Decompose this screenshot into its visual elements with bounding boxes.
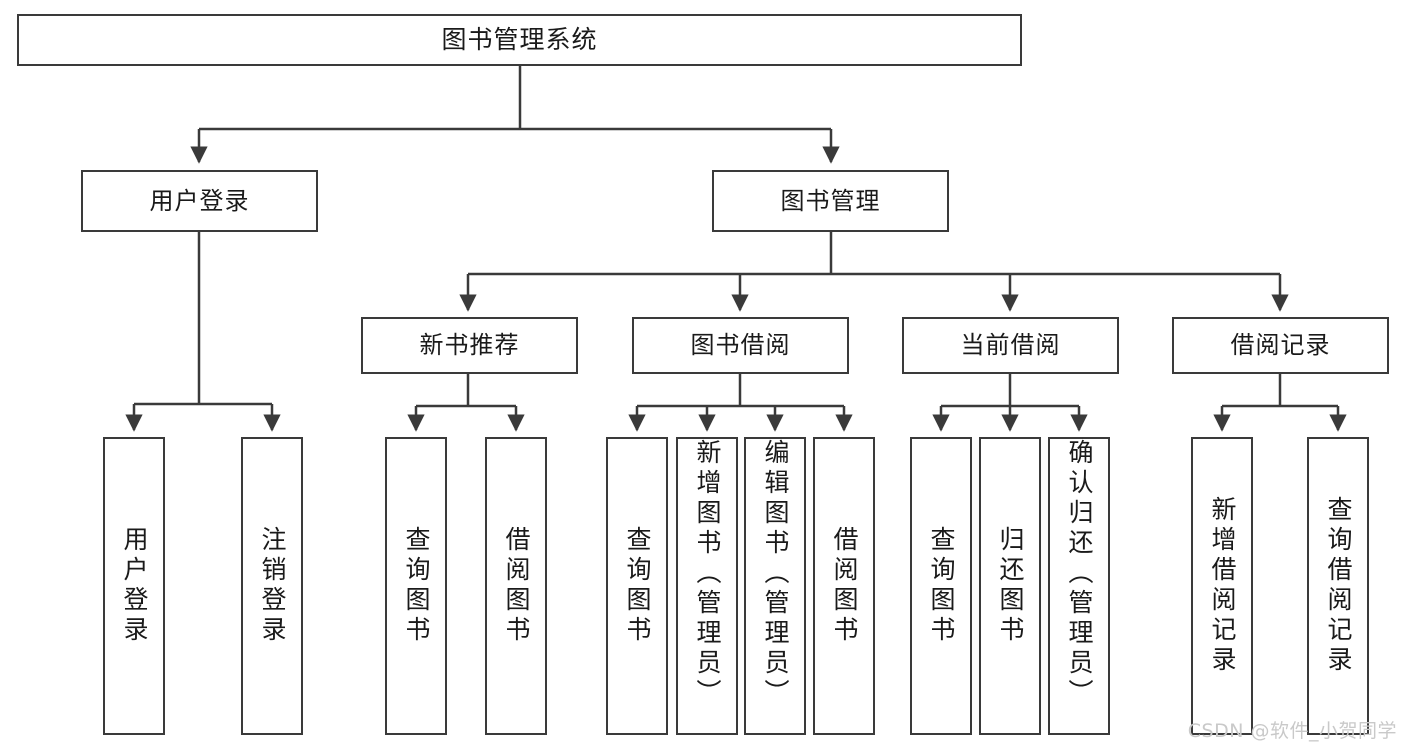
node-leaf-logout[interactable]: 注销登录 <box>241 437 303 735</box>
node-label: 新增图书（管理员） <box>693 439 722 709</box>
node-leaf-query-book-current[interactable]: 查询图书 <box>910 437 972 735</box>
node-label: 归还图书 <box>996 526 1025 646</box>
node-leaf-add-book-admin[interactable]: 新增图书（管理员） <box>676 437 738 735</box>
node-label: 编辑图书（管理员） <box>761 439 790 709</box>
node-leaf-return-book[interactable]: 归还图书 <box>979 437 1041 735</box>
node-leaf-confirm-return-admin[interactable]: 确认归还（管理员） <box>1048 437 1110 735</box>
node-label: 图书管理 <box>780 186 881 215</box>
node-label: 确认归还（管理员） <box>1065 439 1094 709</box>
node-label: 用户登录 <box>149 186 250 215</box>
node-label: 注销登录 <box>258 526 287 646</box>
node-leaf-add-borrow-record[interactable]: 新增借阅记录 <box>1191 437 1253 735</box>
node-root-book-management-system[interactable]: 图书管理系统 <box>17 14 1022 66</box>
node-label: 借阅记录 <box>1230 331 1331 360</box>
node-book-management[interactable]: 图书管理 <box>712 170 949 232</box>
node-leaf-edit-book-admin[interactable]: 编辑图书（管理员） <box>744 437 806 735</box>
node-current-borrow[interactable]: 当前借阅 <box>902 317 1119 374</box>
node-leaf-query-book-borrow[interactable]: 查询图书 <box>606 437 668 735</box>
node-label: 用户登录 <box>120 526 149 646</box>
node-label: 查询图书 <box>402 526 431 646</box>
node-user-login[interactable]: 用户登录 <box>81 170 318 232</box>
node-label: 当前借阅 <box>960 331 1061 360</box>
node-leaf-borrow-book-recommend[interactable]: 借阅图书 <box>485 437 547 735</box>
node-label: 借阅图书 <box>502 526 531 646</box>
node-label: 新增借阅记录 <box>1208 496 1237 676</box>
node-book-borrow[interactable]: 图书借阅 <box>632 317 849 374</box>
node-label: 查询图书 <box>927 526 956 646</box>
node-borrow-record[interactable]: 借阅记录 <box>1172 317 1389 374</box>
node-leaf-user-login[interactable]: 用户登录 <box>103 437 165 735</box>
node-label: 新书推荐 <box>419 331 520 360</box>
node-leaf-query-borrow-record[interactable]: 查询借阅记录 <box>1307 437 1369 735</box>
node-label: 查询图书 <box>623 526 652 646</box>
node-label: 借阅图书 <box>830 526 859 646</box>
node-leaf-borrow-book[interactable]: 借阅图书 <box>813 437 875 735</box>
node-label: 图书借阅 <box>690 331 791 360</box>
node-leaf-query-book-recommend[interactable]: 查询图书 <box>385 437 447 735</box>
node-label: 图书管理系统 <box>441 25 598 55</box>
node-label: 查询借阅记录 <box>1324 496 1353 676</box>
watermark-text: CSDN @软件_小贺同学 <box>1187 720 1397 742</box>
node-new-book-recommend[interactable]: 新书推荐 <box>361 317 578 374</box>
